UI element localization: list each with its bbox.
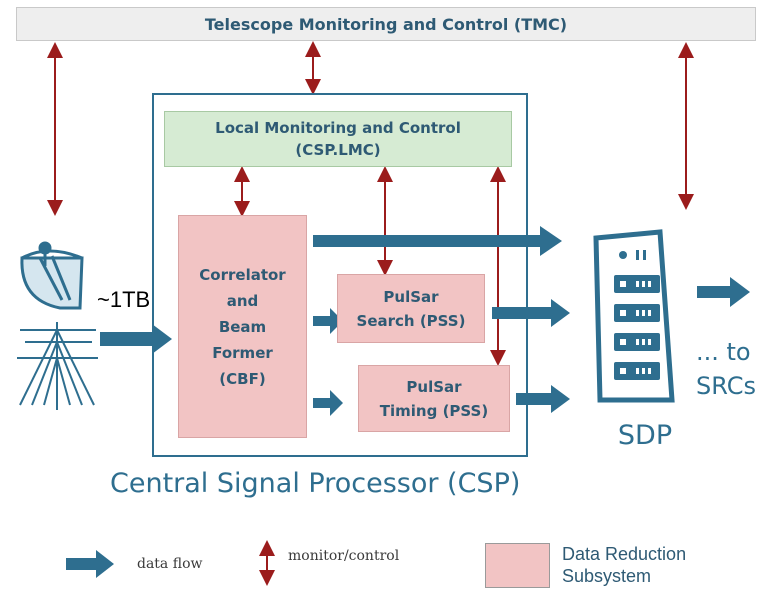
lmc-line1: Local Monitoring and Control [215, 119, 461, 137]
csp-title: Central Signal Processor (CSP) [110, 468, 521, 499]
flow-arrow-cbf-sdp [313, 226, 562, 256]
pss-search-line2: Search (PSS) [356, 311, 466, 330]
antenna-array-icon [17, 322, 98, 410]
flow-arrow-cbf-search [313, 308, 343, 334]
legend-monitor-control-label: monitor/control [288, 548, 400, 564]
tmc-label: Telescope Monitoring and Control (TMC) [204, 14, 568, 34]
flow-arrows [66, 226, 750, 578]
server-rack-icon [593, 229, 675, 403]
control-arrows [47, 41, 694, 366]
input-data-label: ~1TB [97, 287, 151, 312]
pss-search-line1: PulSar [383, 287, 439, 306]
legend-flow-arrow [66, 550, 114, 578]
tmc-box: Telescope Monitoring and Control (TMC) [16, 7, 756, 41]
antenna-dish-icon [20, 241, 84, 310]
legend-data-flow-label: data flow [137, 556, 203, 572]
cbf-line: and [226, 291, 259, 310]
output-line2: SRCs [696, 372, 756, 400]
csp-boundary [152, 93, 528, 457]
cbf-line: Correlator [199, 265, 286, 284]
flow-arrow-search-sdp [492, 299, 570, 327]
pss-timing-line2: Timing (PSS) [379, 401, 489, 420]
cbf-line: (CBF) [219, 369, 266, 388]
legend-drs-line1: Data Reduction [562, 544, 687, 564]
cbf-line: Beam [218, 317, 267, 336]
sdp-label: SDP [617, 420, 673, 451]
cbf-box: Correlator and Beam Former (CBF) [178, 215, 307, 438]
pss-timing-box: PulSar Timing (PSS) [358, 365, 510, 432]
pss-timing-line1: PulSar [406, 377, 462, 396]
legend-drs-label: Data Reduction Subsystem [562, 543, 772, 587]
flow-arrow-input [100, 324, 172, 354]
flow-arrow-cbf-timing [313, 390, 343, 416]
cbf-line: Former [212, 343, 273, 362]
output-label: ... to SRCs [696, 335, 776, 403]
lmc-box: Local Monitoring and Control (CSP.LMC) [164, 111, 512, 167]
flow-arrow-sdp-out [697, 277, 750, 307]
pss-search-box: PulSar Search (PSS) [337, 274, 485, 343]
lmc-line2: (CSP.LMC) [295, 141, 381, 159]
legend-drs-swatch [485, 543, 550, 588]
output-line1: ... to [696, 338, 751, 366]
legend-drs-line2: Subsystem [562, 566, 652, 586]
flow-arrow-timing-sdp [516, 385, 570, 413]
